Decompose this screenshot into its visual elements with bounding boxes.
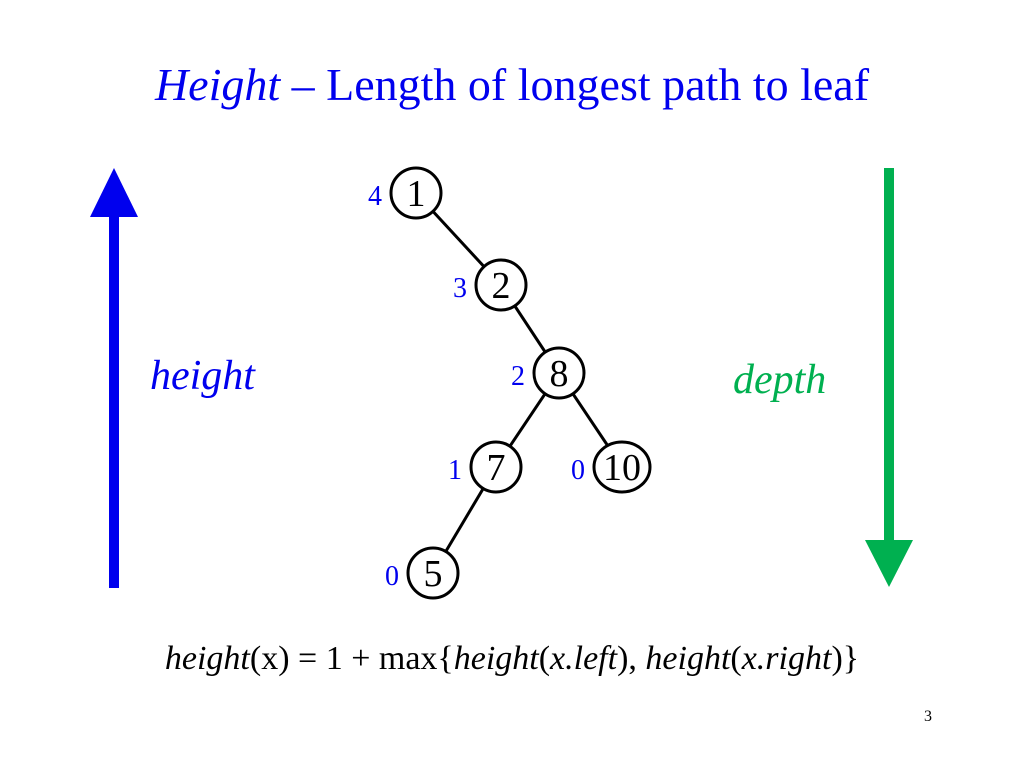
title-rest: – Length of longest path to leaf [280,59,870,110]
f-b2: )} [831,640,860,677]
node-key: 1 [407,173,426,215]
depth-label: depth [733,357,827,403]
depth-arrow [865,168,913,587]
node-key: 10 [603,447,641,489]
node-height-label: 2 [511,361,525,392]
tree-node [469,440,523,494]
node-key: 8 [550,353,569,395]
f-bx: x.right [741,640,832,677]
f-a1: ( [538,640,551,677]
node-height-label: 3 [453,273,467,304]
node-key: 5 [424,553,443,595]
node-key: 2 [492,265,511,307]
height-arrow [90,168,138,588]
height-formula: height(x) = 1 + max{height(x.left), heig… [0,640,1024,678]
tree-node [389,166,443,220]
node-height-label: 1 [448,455,462,486]
f-b1: ( [730,640,742,677]
slide-title: Height – Length of longest path to leaf [0,58,1024,111]
f-b: height [645,640,731,677]
tree-node [592,440,652,494]
page-number: 3 [924,708,932,725]
f-a2: ), [617,640,646,677]
tree-node [406,546,460,600]
tree-node [474,258,528,312]
f-lhs: height [164,640,250,677]
height-label: height [150,353,255,399]
title-italic: Height [154,59,281,110]
tree-node [532,346,586,400]
node-key: 7 [487,447,506,489]
node-height-label: 0 [385,561,399,592]
node-height-label: 0 [571,455,585,486]
node-height-label: 4 [368,181,382,212]
f-a: height [453,640,539,677]
f-ax: x.left [550,640,618,677]
f-lhs-arg: (x) = 1 + max{ [249,640,454,677]
